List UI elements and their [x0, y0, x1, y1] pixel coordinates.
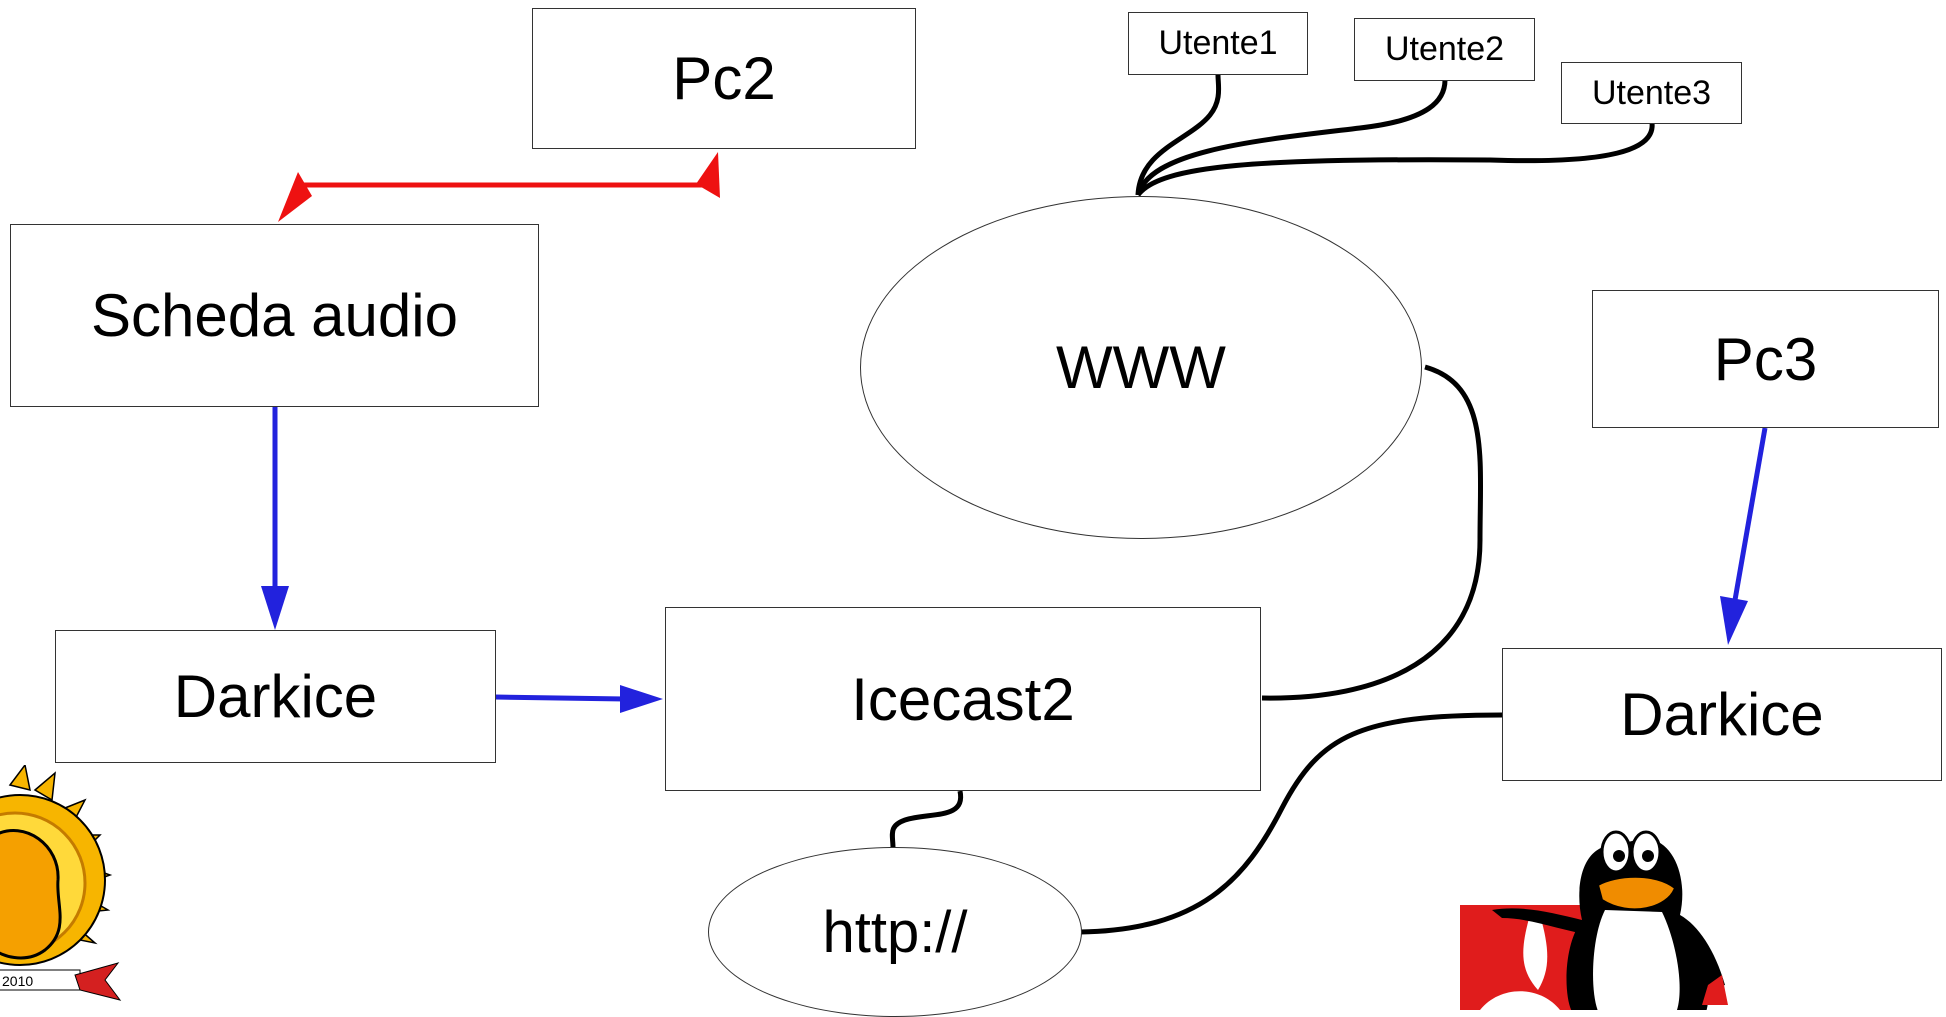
- node-utente1-label: Utente1: [1158, 24, 1278, 62]
- node-icecast2[interactable]: Icecast2: [665, 607, 1261, 791]
- node-utente1[interactable]: Utente1: [1128, 12, 1308, 75]
- tux-red-accent: [1702, 975, 1728, 1005]
- node-utente3-label: Utente3: [1591, 73, 1712, 112]
- tux-flag-base: [1480, 991, 1560, 1010]
- node-utente2-label: Utente2: [1384, 30, 1505, 68]
- node-darkice-left[interactable]: Darkice: [55, 630, 496, 763]
- cable-www-utente1: [1135, 74, 1222, 196]
- tux-flag-lily: [1523, 915, 1548, 990]
- badge-ribbon-tail: [74, 962, 122, 1001]
- tux-belly: [1593, 910, 1680, 1010]
- cable-www-icecast2: [1261, 364, 1484, 701]
- tux-pupil-left: [1613, 850, 1625, 862]
- cable-icecast2-http: [889, 790, 964, 849]
- tux-penguin-icon: [1460, 830, 1728, 1010]
- node-scheda-audio-label: Scheda audio: [91, 282, 458, 349]
- cables: [889, 74, 1655, 935]
- node-darkice-right[interactable]: Darkice: [1502, 648, 1942, 781]
- link-pc2-scheda-audio: [278, 152, 720, 222]
- node-http[interactable]: http://: [708, 847, 1082, 1017]
- node-pc3-label: Pc3: [1713, 325, 1818, 393]
- node-http-label: http://: [822, 899, 968, 965]
- tux-pupil-right: [1642, 850, 1654, 862]
- node-pc3[interactable]: Pc3: [1592, 290, 1939, 428]
- node-darkice-left-label: Darkice: [173, 663, 378, 730]
- cable-www-utente3: [1135, 122, 1655, 197]
- tux-beak: [1596, 875, 1677, 911]
- node-www-label: WWW: [1056, 334, 1226, 401]
- cable-www-utente2: [1135, 79, 1448, 196]
- node-scheda-audio[interactable]: Scheda audio: [10, 224, 539, 407]
- node-utente3[interactable]: Utente3: [1561, 62, 1742, 124]
- badge-year: 2010: [2, 973, 33, 989]
- node-www[interactable]: WWW: [860, 196, 1422, 539]
- tux-flipper: [1492, 908, 1590, 935]
- link-scheda-audio-darkice: [261, 405, 289, 630]
- link-darkice-icecast2: [494, 685, 663, 713]
- cable-http-darkice: [1079, 712, 1503, 935]
- sun-shape: [0, 829, 62, 960]
- tux-flipper-right: [1676, 915, 1725, 990]
- node-utente2[interactable]: Utente2: [1354, 18, 1535, 81]
- sun-badge-icon: 2010: [0, 765, 122, 1001]
- link-pc3-darkice: [1720, 427, 1768, 645]
- node-darkice-right-label: Darkice: [1620, 681, 1824, 748]
- node-pc2[interactable]: Pc2: [532, 8, 916, 149]
- node-pc2-label: Pc2: [672, 45, 776, 112]
- node-icecast2-label: Icecast2: [851, 665, 1075, 733]
